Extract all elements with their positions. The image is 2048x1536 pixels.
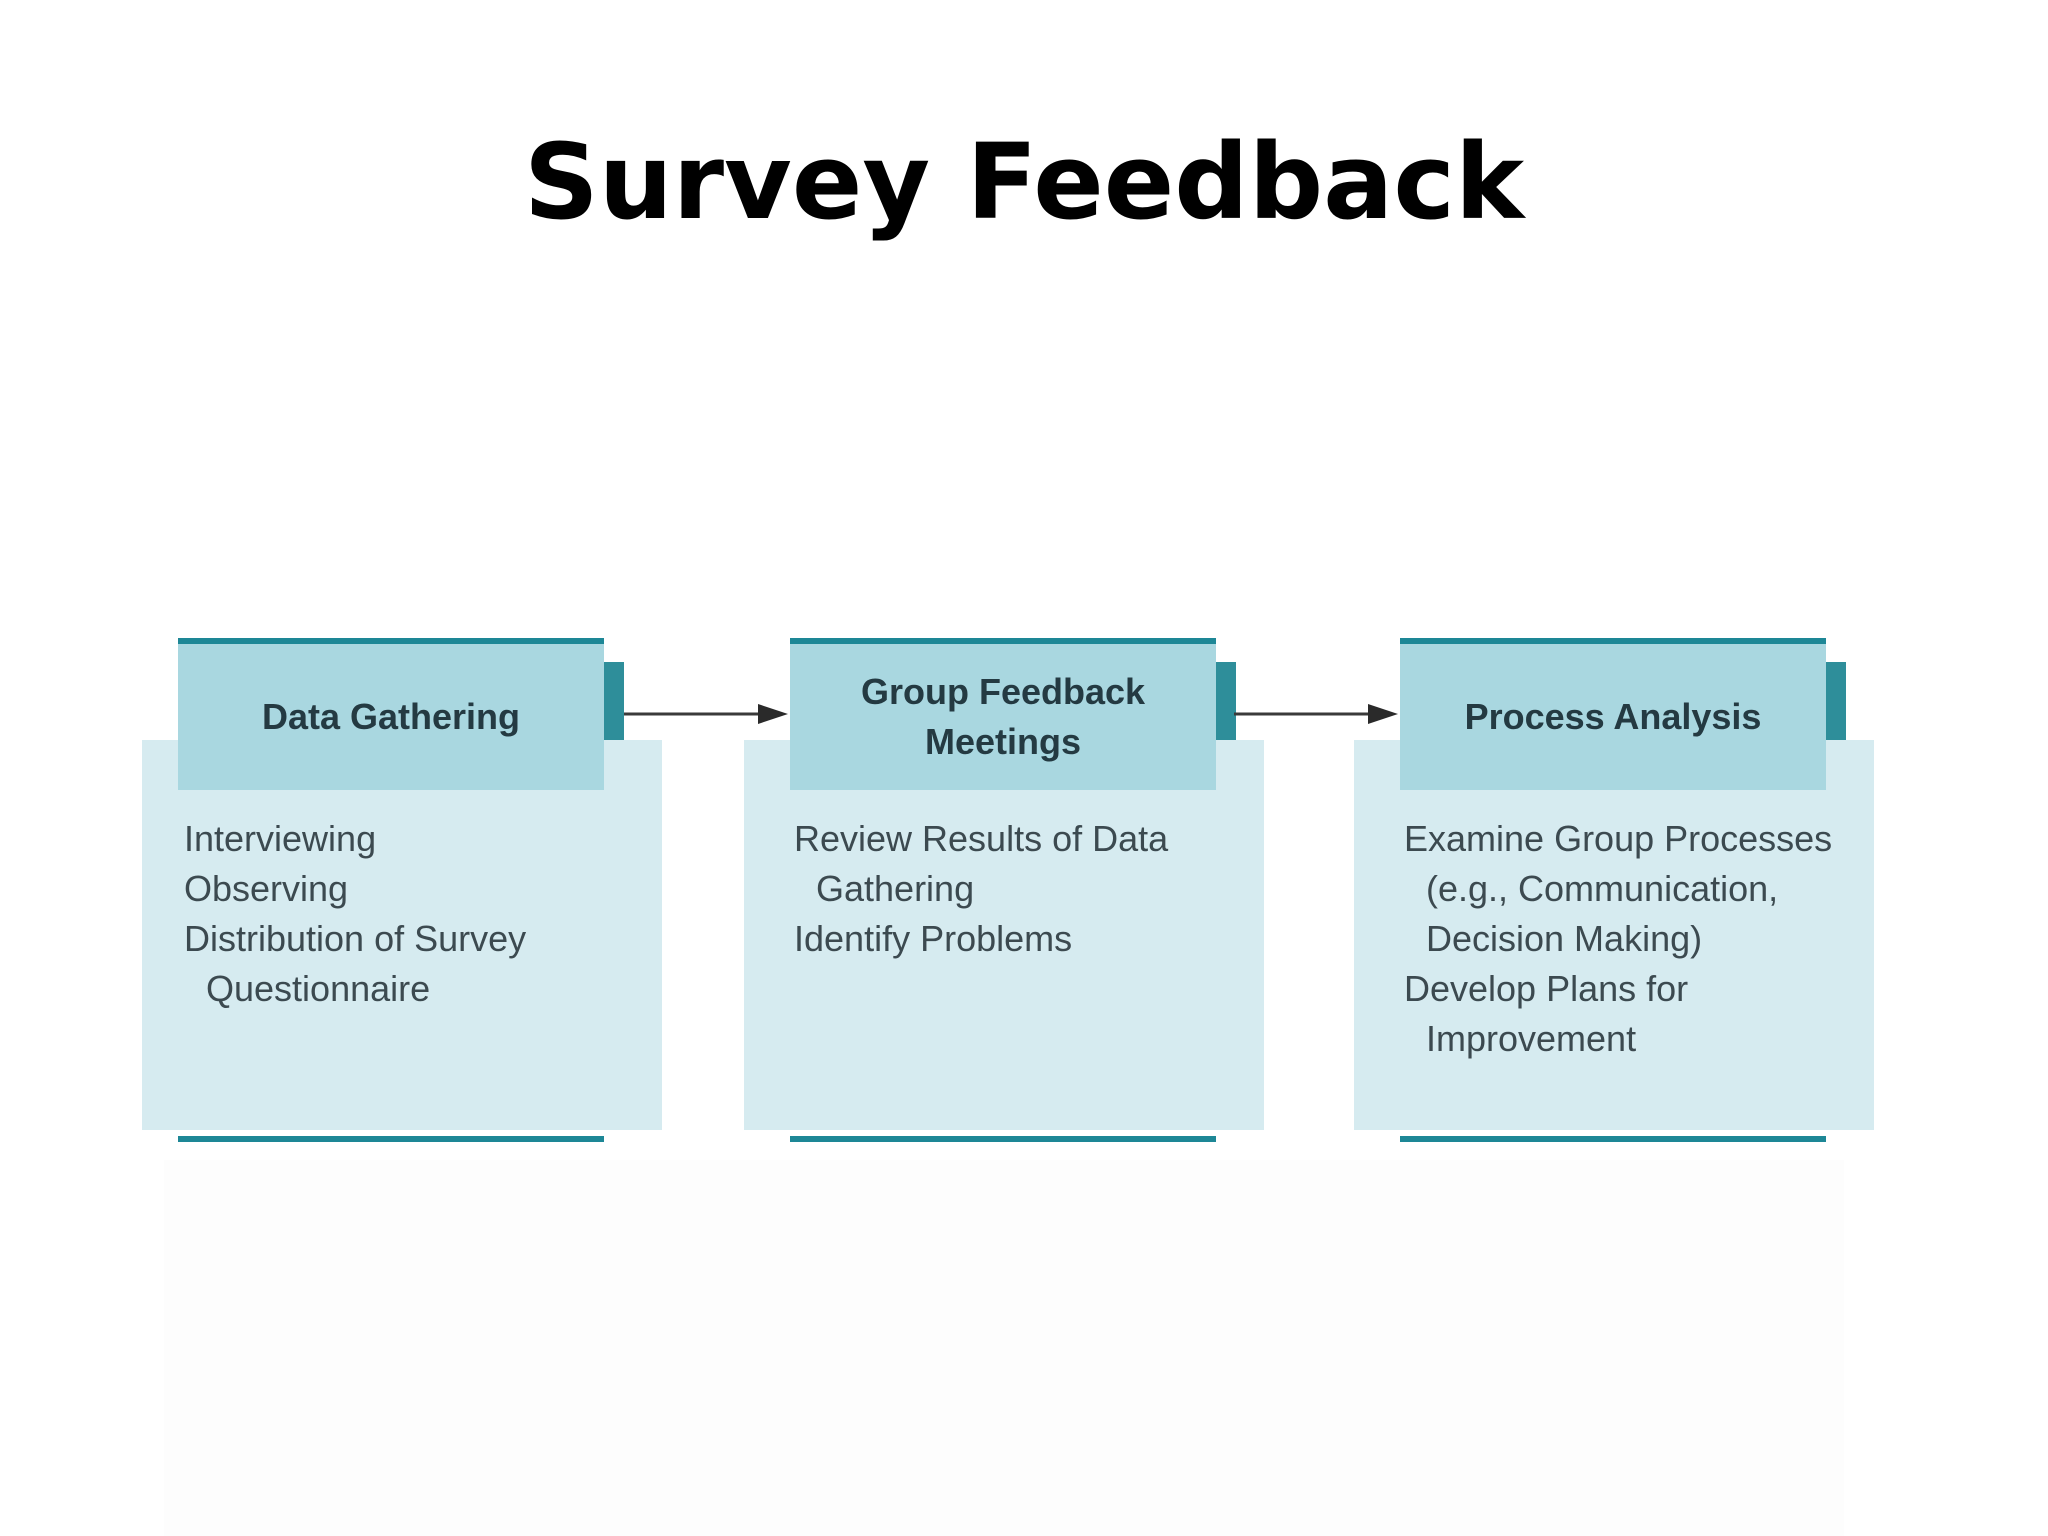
- step-group-feedback-meetings: Group Feedback Meetings Review Results o…: [744, 638, 1264, 1148]
- list-item: Interviewing: [184, 818, 377, 859]
- step-bottom-rule: [1400, 1136, 1826, 1142]
- list-item: Develop Plans for Improvement: [1404, 968, 1689, 1059]
- step-heading: Process Analysis: [1464, 695, 1762, 737]
- header-tab-marker: [1216, 662, 1236, 740]
- flow-arrow-1: [624, 704, 788, 724]
- step-header: Process Analysis: [1400, 638, 1826, 790]
- step-body-panel: [142, 740, 662, 1130]
- flow-arrow-2: [1234, 704, 1398, 724]
- step-body-panel: [744, 740, 1264, 1130]
- step-item-list: Review Results of Data Gathering Identif…: [794, 814, 1248, 964]
- step-item-list: Examine Group Processes (e.g., Communica…: [1404, 814, 1858, 1064]
- list-item: Review Results of Data Gathering: [794, 818, 1169, 909]
- step-heading: Data Gathering: [261, 695, 521, 737]
- slide-title: Survey Feedback: [523, 121, 1525, 243]
- step-bottom-rule: [790, 1136, 1216, 1142]
- list-item: Distribution of Survey Questionnaire: [184, 918, 527, 1009]
- step-item-list: Interviewing Observing Distribution of S…: [184, 814, 646, 1014]
- list-item: Observing: [184, 868, 349, 909]
- step-header: Data Gathering: [178, 638, 604, 790]
- header-tab-marker: [604, 662, 624, 740]
- step-body-panel: [1354, 740, 1874, 1130]
- step-bottom-rule: [178, 1136, 604, 1142]
- list-item: Identify Problems: [794, 918, 1073, 959]
- header-tab-marker: [1826, 662, 1846, 740]
- step-header: Group Feedback Meetings: [790, 638, 1216, 790]
- step-heading: Group Feedback Meetings: [860, 670, 1146, 762]
- step-data-gathering: Data Gathering Interviewing Observing Di…: [142, 638, 662, 1148]
- step-process-analysis: Process Analysis Examine Group Processes…: [1354, 638, 1874, 1148]
- background-shade: [164, 1160, 1844, 1536]
- list-item: Examine Group Processes (e.g., Communica…: [1404, 818, 1833, 959]
